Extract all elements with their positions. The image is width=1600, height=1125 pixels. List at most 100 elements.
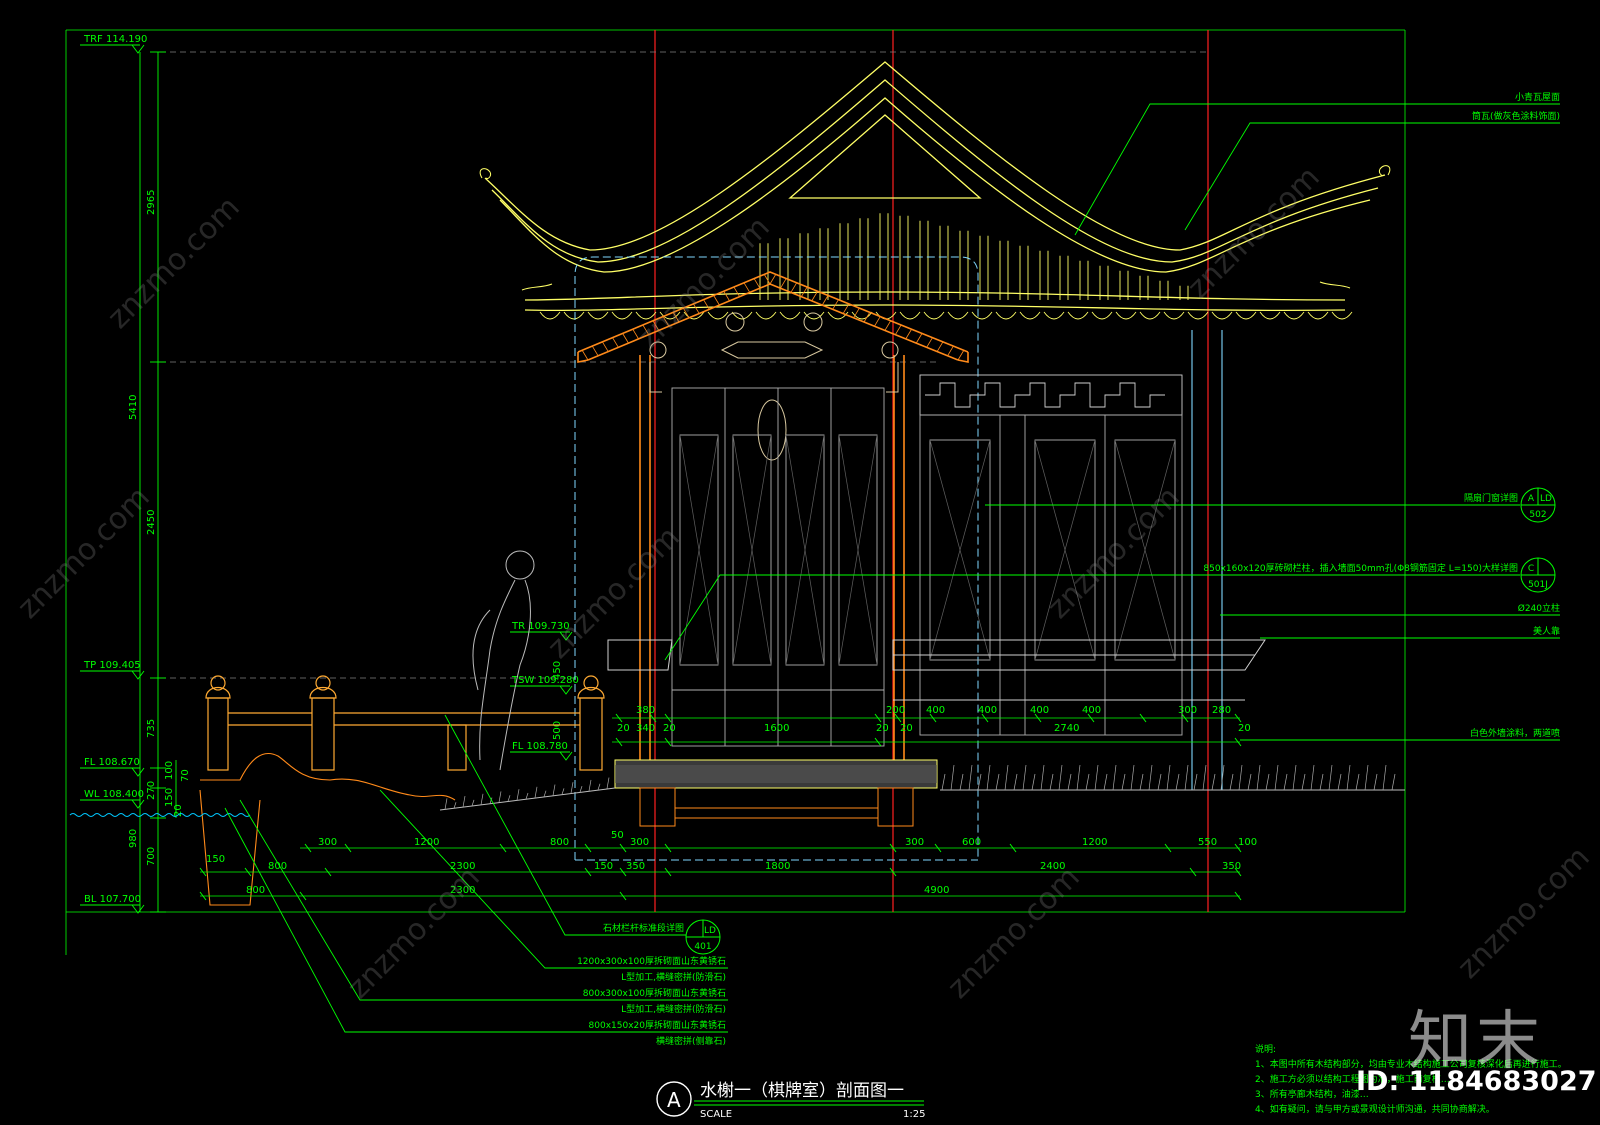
- grass-blade: [1220, 764, 1225, 791]
- drawing-title-block: A 水榭一（棋牌室）剖面图一 SCALE 1:25: [656, 1081, 925, 1120]
- grass-blade: [1148, 764, 1153, 791]
- grass-blade: [561, 788, 565, 795]
- bench-railing: [607, 639, 1266, 701]
- grass-blade: [471, 799, 475, 807]
- grass-blade: [1121, 773, 1126, 791]
- roof-eave-tile: [1259, 311, 1281, 320]
- gable-hatch-line: [672, 311, 680, 323]
- grass-blade: [507, 795, 511, 802]
- roof-eave-tile: [971, 311, 993, 320]
- ref-rail-sheet: LD: [704, 926, 716, 936]
- grass-blade: [1391, 773, 1396, 791]
- watermark-text: znzmo.com: [1041, 480, 1187, 626]
- gable-decorations: [649, 312, 899, 461]
- right-callout-texts: 小青瓦屋面 筒瓦(做灰色涂料饰面) 隔扇门窗详图 850x160x120厚砖砌栏…: [1203, 91, 1560, 739]
- roof-tile-rib: [979, 235, 989, 300]
- vdim-700: 700: [146, 847, 157, 866]
- vertical-dimension-chain: [139, 51, 177, 913]
- water-wave: [141, 813, 155, 817]
- roof-tile-rib: [1019, 245, 1029, 300]
- drawing-title: 水榭一（棋牌室）剖面图一: [700, 1081, 904, 1101]
- gable-hatch-line: [632, 328, 639, 340]
- roof-eave-tile: [1043, 311, 1065, 320]
- vdim-980: 980: [128, 829, 139, 848]
- grass-blade: [1382, 764, 1387, 791]
- gable-hatch-line: [611, 337, 619, 348]
- scale-label: SCALE: [700, 1109, 732, 1120]
- right-callout-leaders: [664, 103, 1560, 741]
- watermark-text: znzmo.com: [1451, 840, 1597, 986]
- dim-b-2400: 2400: [1040, 861, 1065, 872]
- roof-tile-rib: [779, 238, 789, 300]
- water-wave: [165, 813, 179, 817]
- grass-hatch: [444, 764, 1396, 810]
- callout-paint: 白色外墙涂料，两道喷: [1470, 727, 1560, 739]
- dim-b-150b: 150: [594, 861, 613, 872]
- roof-tile-rib: [799, 233, 809, 300]
- stone-railing: [205, 675, 605, 771]
- dim-b-350b: 350: [1222, 861, 1241, 872]
- drawing-id: ID: 1184683027: [1356, 1066, 1597, 1097]
- detail-reference-texts: A LD 502 C 501J LD 401: [694, 494, 1552, 952]
- roof-eave-tile: [587, 311, 609, 320]
- gable-hatch-line: [915, 332, 923, 344]
- roof-tile-rib: [1159, 280, 1169, 300]
- water-wave: [213, 813, 227, 817]
- dim-b-300c: 300: [905, 837, 924, 848]
- notes-heading: 说明:: [1255, 1043, 1276, 1055]
- dim-b-1200b: 1200: [1082, 837, 1107, 848]
- roof-eave-tile: [851, 311, 873, 320]
- callout-paving-800: 800x300x100厚拆砌面山东黄锈石: [583, 987, 726, 999]
- horizontal-dimension-lines: [200, 717, 1240, 897]
- gable-hatch-line: [947, 345, 954, 356]
- roof-tile-rib: [939, 225, 949, 300]
- callout-paving-1200-note: L型加工,横缝密拼(防滑石): [621, 971, 726, 983]
- dim-400-a: 400: [926, 705, 945, 716]
- dim-200: 200: [886, 705, 905, 716]
- bottom-callout-leaders: [224, 714, 728, 1033]
- vdim-2450: 2450: [146, 510, 157, 535]
- roof-tile-rib: [1139, 275, 1149, 300]
- grass-blade: [1103, 773, 1108, 791]
- callout-column-detail: 850x160x120厚砖砌栏柱，插入墙面50mm孔(Φ8钢筋固定 L=150)…: [1203, 562, 1518, 574]
- level-label-fl2: FL 108.780: [512, 741, 568, 752]
- grass-blade: [1022, 764, 1027, 791]
- dim-20-c: 20: [876, 723, 889, 734]
- grass-blade: [977, 773, 982, 791]
- section-symbol: A: [667, 1088, 681, 1112]
- roof-tile-rib: [899, 215, 909, 300]
- ref-door-num: 502: [1529, 510, 1546, 520]
- lattice-band: [919, 374, 1183, 416]
- roof-eave-tile: [923, 311, 945, 320]
- grass-blade: [1085, 773, 1090, 791]
- gable-hatch-line: [790, 282, 798, 293]
- dim-400-b: 400: [978, 705, 997, 716]
- grass-blade: [606, 777, 610, 789]
- grass-blade: [588, 779, 592, 791]
- gable-hatch-line: [682, 307, 690, 318]
- callout-bench: 美人靠: [1533, 625, 1560, 637]
- roof-eave-tile: [947, 311, 969, 320]
- gable-hatch-line: [884, 320, 892, 331]
- roof-eave-tile: [1139, 311, 1161, 320]
- grass-blade: [1166, 764, 1171, 791]
- gable-hatch-line: [581, 349, 589, 361]
- level-label-fl: FL 108.670: [84, 757, 140, 768]
- grass-blade: [1301, 773, 1306, 791]
- dim-400-c: 400: [1030, 705, 1049, 716]
- vertical-dimension-texts: 2965 5410 2450 735 100 270 150 20 70 980…: [128, 190, 563, 866]
- grass-blade: [1049, 773, 1054, 791]
- roof-eave-tile: [755, 311, 777, 320]
- roof-ridge-ornaments: [479, 165, 1391, 291]
- roof-eave-tile: [1235, 311, 1257, 320]
- watermark-text: znzmo.com: [541, 520, 687, 666]
- gable-hatch-line: [957, 349, 965, 361]
- grass-blade: [1256, 764, 1261, 791]
- dimension-ticks: [199, 713, 1242, 901]
- roof-eave-tile: [1187, 311, 1209, 320]
- dim-b-1800: 1800: [765, 861, 790, 872]
- bottom-dimension-texts: 300 1200 800 50 300 300 600 1200 550 100…: [206, 830, 1257, 896]
- level-label-wl: WL 108.400: [84, 789, 144, 800]
- grass-blade: [1337, 773, 1342, 791]
- dim-b-2300: 2300: [450, 861, 475, 872]
